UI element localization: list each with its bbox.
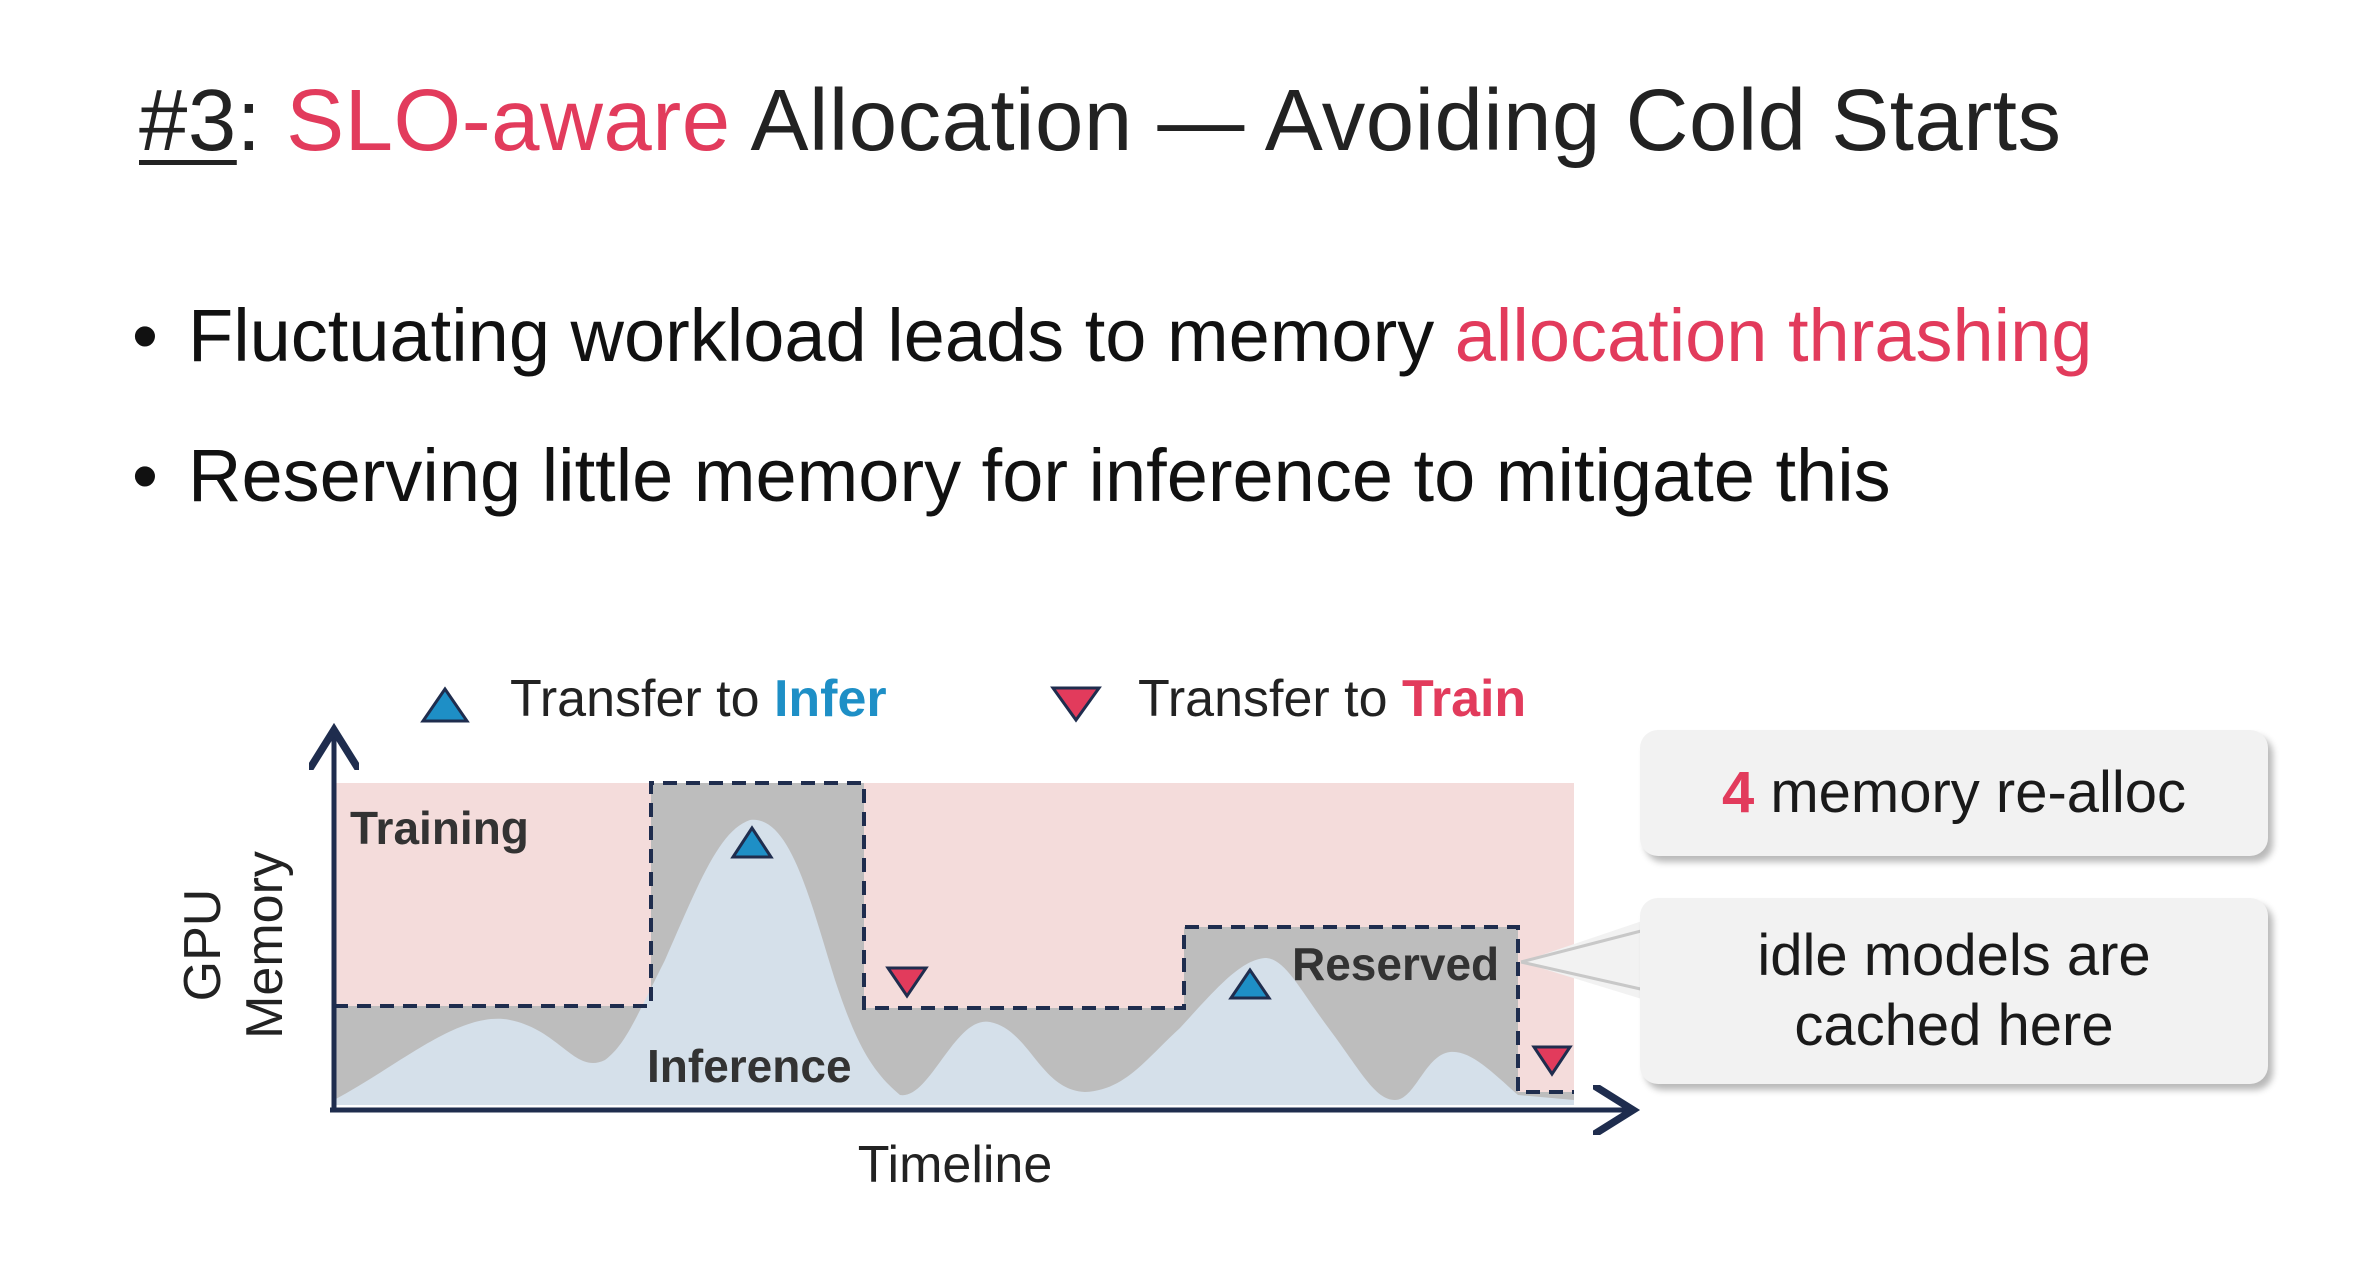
bullet-text: Fluctuating workload leads to memory <box>188 294 1455 377</box>
train-transfer-triangle-down-icon <box>885 966 929 999</box>
training-label: Training <box>350 802 529 854</box>
infer-transfer-triangle-up-icon <box>730 825 774 859</box>
x-axis-label: Timeline <box>858 1136 1053 1194</box>
infer-transfer-triangle-up-icon <box>1228 967 1272 1000</box>
realloc-count: 4 <box>1721 760 1755 825</box>
legend-train-triangle-down-icon <box>1050 686 1102 723</box>
idle-callout-line2: cached here <box>1794 993 2114 1058</box>
legend-train-prefix: Transfer to <box>1138 670 1402 728</box>
idle-callout-line1: idle models are <box>1757 923 2151 988</box>
y-axis-label-line2: Memory <box>236 851 294 1039</box>
callout-pointer <box>1521 920 1645 1000</box>
slide-title: #3: SLO-aware Allocation — Avoiding Cold… <box>139 66 2061 176</box>
legend-infer-prefix: Transfer to <box>510 670 774 728</box>
inference-region <box>334 819 1574 1105</box>
bullet-list: • Fluctuating workload leads to memory al… <box>132 290 2092 570</box>
bullet-highlight: allocation thrashing <box>1454 294 2093 377</box>
callout-pointer-edge <box>1520 960 1646 992</box>
bullet-dot-icon: • <box>132 434 158 517</box>
legend-infer-word: Infer <box>774 670 887 728</box>
legend-infer-triangle-up-icon <box>420 686 470 723</box>
y-axis-label-line1: GPU <box>174 889 232 1002</box>
title-rest: Allocation — Avoiding Cold Starts <box>750 72 2062 169</box>
train-transfer-triangle-down-icon <box>1531 1045 1573 1077</box>
bullet-text: Reserving little memory for inference to… <box>188 434 1891 517</box>
legend-infer-label: Transfer to Infer <box>510 670 887 728</box>
bullet-item: • Fluctuating workload leads to memory al… <box>132 290 2092 382</box>
slide-number: #3 <box>139 72 237 169</box>
legend-train-word: Train <box>1402 670 1526 728</box>
realloc-count-callout: 4 memory re-alloc <box>1640 730 2268 856</box>
title-highlight: SLO-aware <box>286 72 731 169</box>
callout-pointer-edge <box>1520 928 1646 964</box>
inference-label: Inference <box>647 1040 852 1092</box>
allocation-boundary <box>334 781 1574 1094</box>
reserved-label: Reserved <box>1292 938 1499 990</box>
bullet-dot-icon: • <box>132 294 158 377</box>
bullet-item: • Reserving little memory for inference t… <box>132 430 2092 522</box>
legend-train-label: Transfer to Train <box>1138 670 1526 728</box>
realloc-text: memory re-alloc <box>1754 760 2187 825</box>
title-separator: : <box>236 72 262 169</box>
